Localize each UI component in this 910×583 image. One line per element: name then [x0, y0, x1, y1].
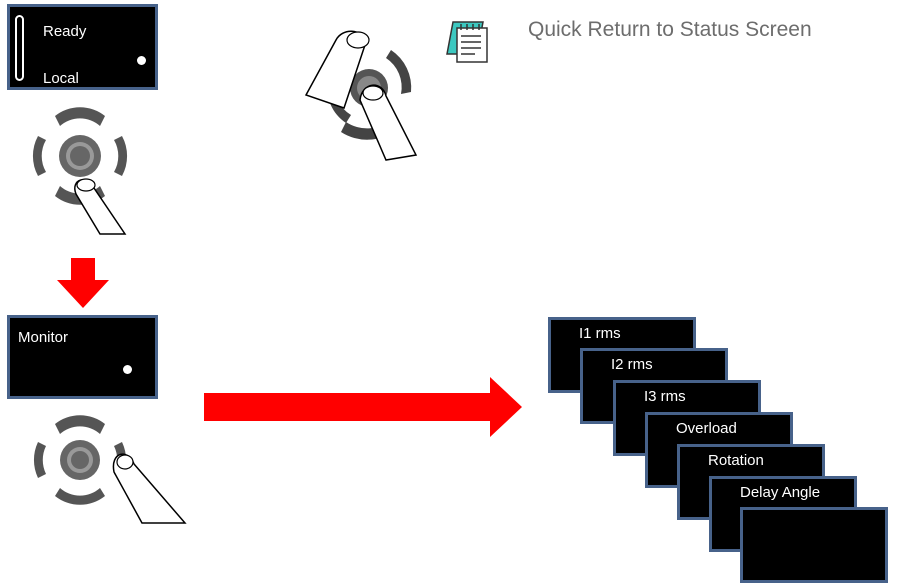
- monitor-dot: [123, 365, 132, 374]
- status-line-local: Local: [43, 70, 79, 87]
- down-arrow-icon: [57, 258, 109, 308]
- right-arrow-icon: [204, 377, 522, 437]
- notepad-icon: [446, 21, 488, 63]
- menu-screen-next: [740, 507, 888, 583]
- status-indicator-bar: [15, 15, 24, 81]
- monitor-screen: Monitor: [7, 315, 158, 399]
- note-text: Quick Return to Status Screen: [528, 18, 812, 41]
- keypad-right-press-icon: [33, 415, 187, 524]
- monitor-label: Monitor: [18, 329, 69, 346]
- keypad-down-press-icon: [32, 107, 128, 235]
- status-screen: Ready Local: [7, 4, 158, 90]
- status-dot: [137, 56, 146, 65]
- status-line-ready: Ready: [43, 23, 87, 40]
- keypad-two-finger-press-icon: [304, 30, 418, 161]
